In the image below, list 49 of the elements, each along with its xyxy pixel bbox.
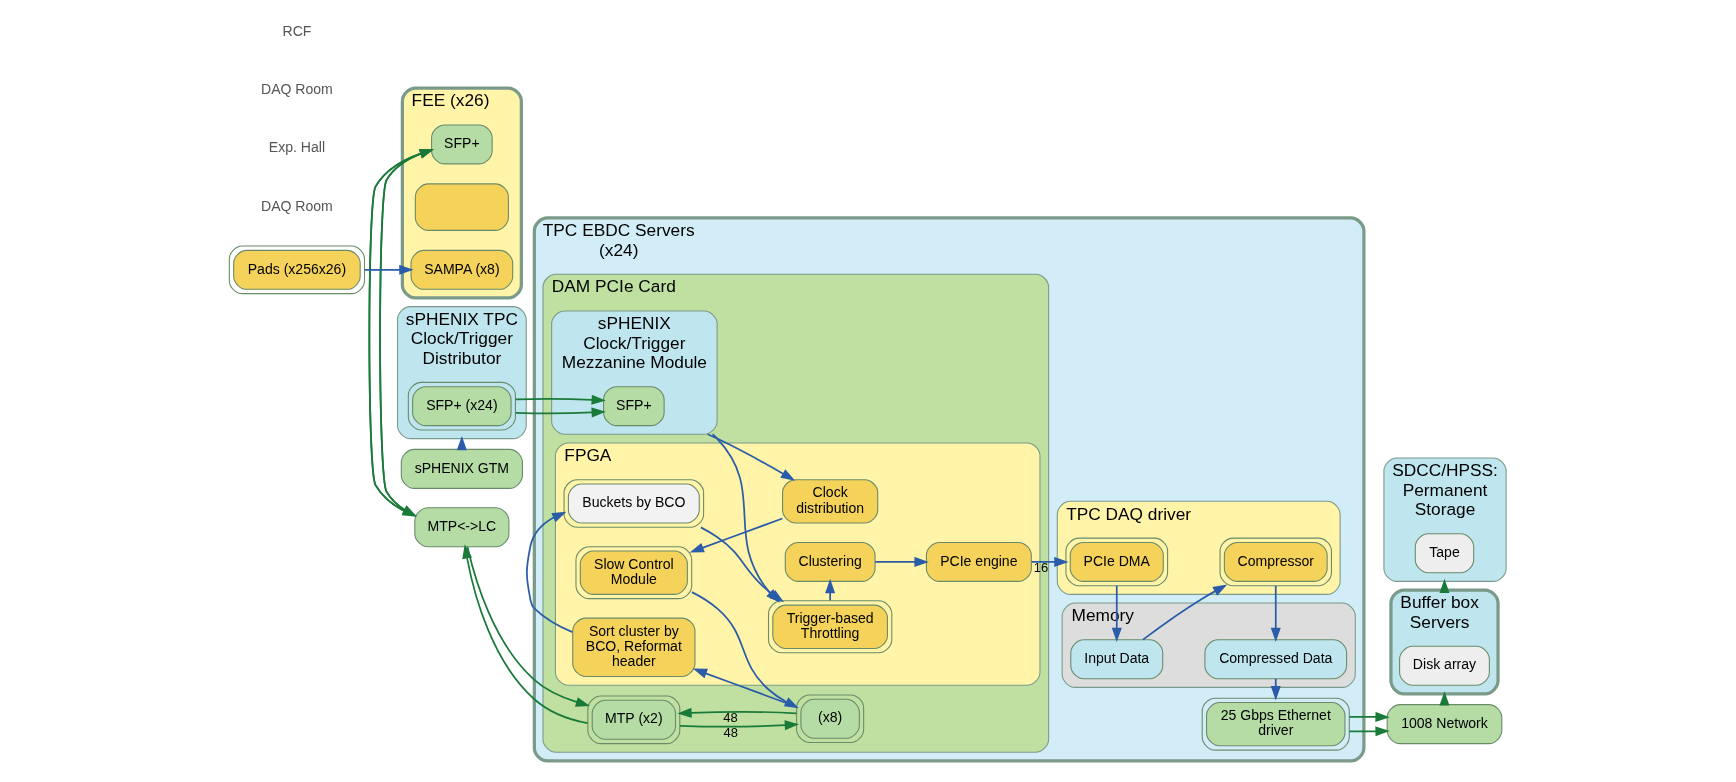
node-box: SFP+ [431,124,493,165]
node-box: SAMPA (x8) [410,249,514,290]
node-box: Compressed Data [1204,639,1348,680]
node-box: PCIe DMA [1065,537,1169,587]
arrow [514,407,606,418]
node-box: Sort cluster by BCO, Reformat header [572,617,696,678]
arrow [466,546,591,707]
arrow [363,264,414,275]
node-box: (x8) [796,694,865,744]
arrow [689,517,784,553]
node-box: sPHENIX GTM [400,448,523,489]
node-box: MTP (x2) [587,695,681,745]
arrow [706,433,796,481]
arrow [1142,584,1228,641]
arrow [874,556,929,567]
arrow [692,668,798,708]
node-box: Compressor [1219,537,1332,587]
edge-label: 48 [723,710,738,726]
node-box: 1008 Network [1386,704,1503,745]
label: Exp. Hall [268,139,326,156]
node-box: Slow Control Module [575,546,693,600]
arrow [677,707,798,718]
arrow [1348,726,1390,737]
node-box: PCIe engine [925,541,1032,582]
edge-label: 48 [723,724,739,740]
node-box: 25 Gbps Ethernet driver [1201,697,1350,751]
node-box: Clock distribution [782,479,879,524]
arrow [825,578,836,602]
node-box: Buckets by BCO [563,479,705,528]
label: DAQ Room [261,197,333,214]
node-box: Input Data [1070,639,1164,680]
label: DAQ Room [261,81,333,97]
arrow [679,720,799,731]
node-box: Clustering [784,541,876,582]
node-box: Trigger-based Throttling [767,600,893,654]
arrow [1270,584,1281,643]
node-box: Pads (x256x26) [228,245,366,295]
arrow [1348,711,1390,722]
label: RCF [282,22,312,39]
node-box [414,183,509,231]
node-box: SFP+ (x24) [407,381,516,431]
arrow [514,394,606,405]
node-box: SFP+ [603,386,665,427]
node-box: MTP<->LC [414,507,510,548]
node-box: Disk array [1399,645,1490,686]
arrow [1270,677,1281,701]
node-box: Tape [1414,533,1475,574]
edge-label: 16 [1033,560,1049,576]
arrow [1030,556,1069,567]
